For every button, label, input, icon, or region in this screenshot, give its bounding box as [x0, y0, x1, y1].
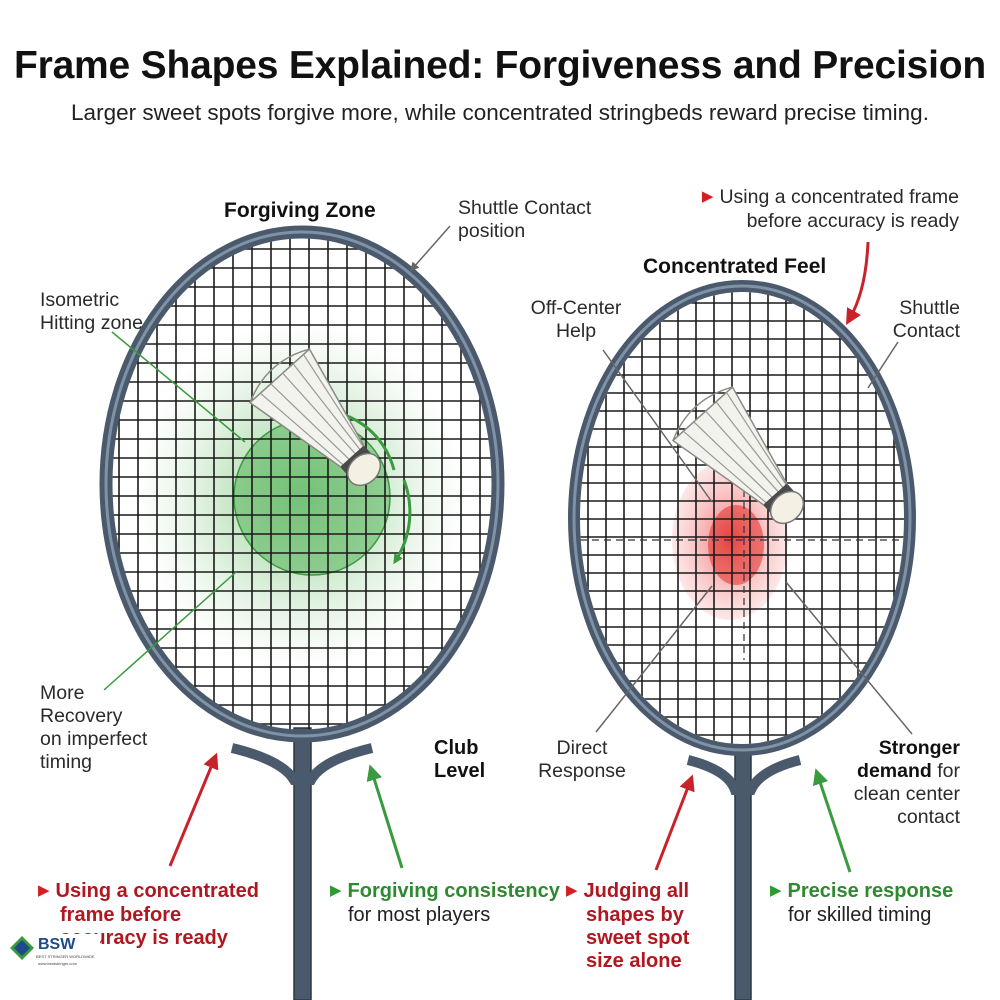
logo-name: BSW: [38, 936, 76, 953]
callout-isometric: [111, 331, 246, 443]
logo-tagline: BEST STRINGER WORLDWIDE: [36, 954, 95, 959]
warning-triangle-icon: ▶: [38, 882, 50, 899]
left-warning-caption: ▶Using a concentrated frame before accur…: [38, 880, 259, 949]
logo-url: www.beststringer.com: [38, 961, 77, 966]
right-green-arrow: [812, 768, 852, 873]
left-racket-shaft: [293, 727, 312, 1000]
right-warning-caption: ▶Judging all shapes by sweet spot size a…: [566, 880, 690, 972]
callout-recovery: [103, 571, 237, 691]
bsw-logo: BSW BEST STRINGER WORLDWIDE www.beststri…: [8, 934, 100, 966]
page-title: Frame Shapes Explained: Forgiveness and …: [13, 44, 987, 87]
right-racket-throat: [686, 755, 802, 795]
left-shuttlecock-icon: [248, 347, 382, 487]
right-shuttlecock-icon: [671, 385, 805, 525]
warning-triangle-icon: ▶: [566, 882, 578, 899]
callout-shuttle-contact-right: [867, 341, 899, 389]
left-racket-throat: [230, 743, 374, 785]
top-warning-label: ▶Using a concentrated frame before accur…: [701, 186, 959, 232]
page-subtitle: Larger sweet spots forgive more, while c…: [71, 100, 929, 125]
callout-shuttle-contact-left: [410, 225, 451, 272]
stronger-demand-label: Stronger demand for clean center contact: [853, 737, 960, 828]
right-red-arrow: [654, 774, 695, 871]
left-frame-highlight: [104, 230, 500, 738]
left-impact-arc-2: [393, 479, 412, 565]
right-heading: Concentrated Feel: [643, 255, 827, 278]
right-racket: [568, 280, 916, 1000]
check-triangle-icon: ▶: [770, 882, 782, 899]
right-frame-highlight: [572, 284, 912, 752]
check-triangle-icon: ▶: [330, 882, 342, 899]
left-green-arrow: [366, 764, 404, 869]
top-red-arrow: [846, 241, 870, 325]
right-benefit-caption: ▶Precise response for skilled timing: [770, 880, 954, 926]
left-heading: Forgiving Zone: [224, 199, 376, 222]
left-red-arrow: [168, 752, 219, 867]
left-benefit-caption: ▶Forgiving consistency for most players: [330, 880, 560, 926]
warning-triangle-icon: ▶: [701, 188, 714, 205]
callout-direct-response: [595, 585, 713, 733]
callout-stronger-demand: [785, 581, 913, 735]
callout-off-center: [602, 349, 713, 503]
logo-mark-icon: [10, 936, 34, 960]
